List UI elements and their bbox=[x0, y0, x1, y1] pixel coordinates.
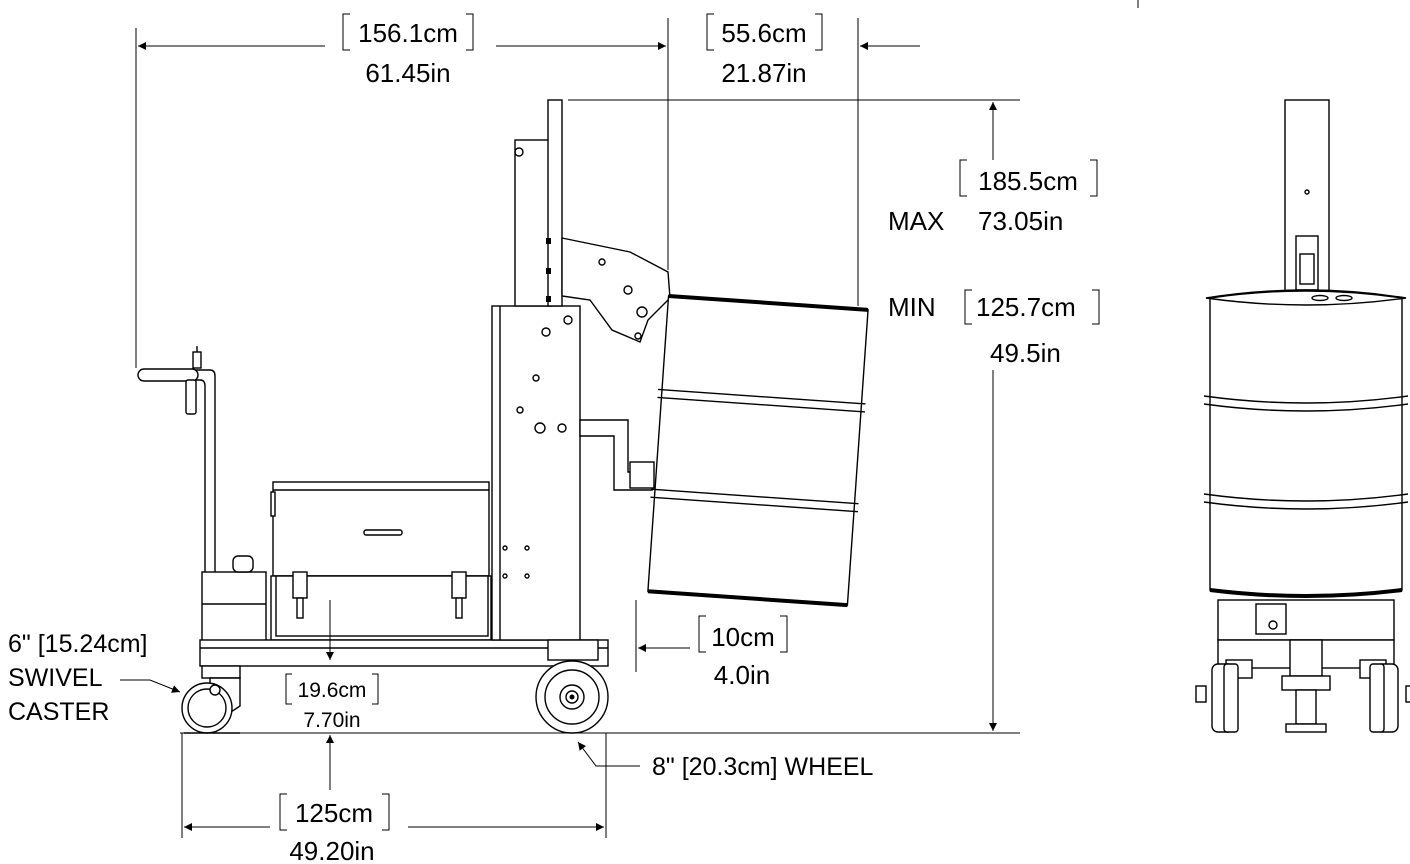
min-height-imperial: 49.5in bbox=[990, 338, 1061, 368]
caster-name-label: CASTER bbox=[8, 698, 109, 726]
max-height-imperial: 73.05in bbox=[978, 206, 1063, 236]
metric-brackets bbox=[279, 13, 1098, 831]
front-view bbox=[1195, 99, 1410, 733]
side-view: 156.1cm 61.45in 55.6cm 21.87in 185.5cm M… bbox=[8, 0, 1139, 864]
min-height-label: MIN bbox=[888, 292, 936, 322]
caster-size-label: 6" [15.24cm] bbox=[8, 630, 148, 658]
swivel-caster bbox=[181, 665, 241, 734]
front-base bbox=[1195, 599, 1410, 733]
storage-box bbox=[270, 481, 492, 641]
min-height-metric: 125.7cm bbox=[976, 292, 1076, 322]
dimension-lines bbox=[120, 0, 1139, 838]
mast-column bbox=[491, 305, 581, 641]
drum-clearance-imperial: 4.0in bbox=[714, 660, 770, 690]
drum-clamp-head bbox=[561, 237, 671, 343]
drum-reach-imperial: 21.87in bbox=[721, 58, 806, 88]
drum-support-arm bbox=[579, 419, 655, 491]
push-handle bbox=[137, 346, 216, 650]
main-wheel bbox=[535, 639, 609, 734]
battery-unit bbox=[201, 555, 267, 643]
drum-clearance-metric: 10cm bbox=[711, 622, 775, 652]
dimension-texts: 156.1cm 61.45in 55.6cm 21.87in 185.5cm M… bbox=[289, 18, 1100, 864]
drum-tilted bbox=[647, 293, 869, 608]
upper-mast bbox=[514, 99, 563, 307]
overall-length-metric: 156.1cm bbox=[358, 18, 458, 48]
wheel-label: 8" [20.3cm] WHEEL bbox=[652, 753, 874, 781]
callout-texts: 6" [15.24cm] SWIVEL CASTER 8" [20.3cm] W… bbox=[8, 630, 874, 781]
front-drum bbox=[1203, 289, 1409, 598]
drum-reach-metric: 55.6cm bbox=[721, 18, 806, 48]
box-clearance-metric: 19.6cm bbox=[298, 679, 367, 702]
wheelbase-metric: 125cm bbox=[295, 798, 373, 828]
wheelbase-imperial: 49.20in bbox=[289, 836, 374, 864]
base-frame bbox=[199, 619, 609, 667]
box-clearance-imperial: 7.70in bbox=[303, 709, 360, 732]
caster-type-label: SWIVEL bbox=[8, 664, 103, 692]
max-height-label: MAX bbox=[888, 206, 944, 236]
max-height-metric: 185.5cm bbox=[978, 166, 1078, 196]
overall-length-imperial: 61.45in bbox=[365, 58, 450, 88]
